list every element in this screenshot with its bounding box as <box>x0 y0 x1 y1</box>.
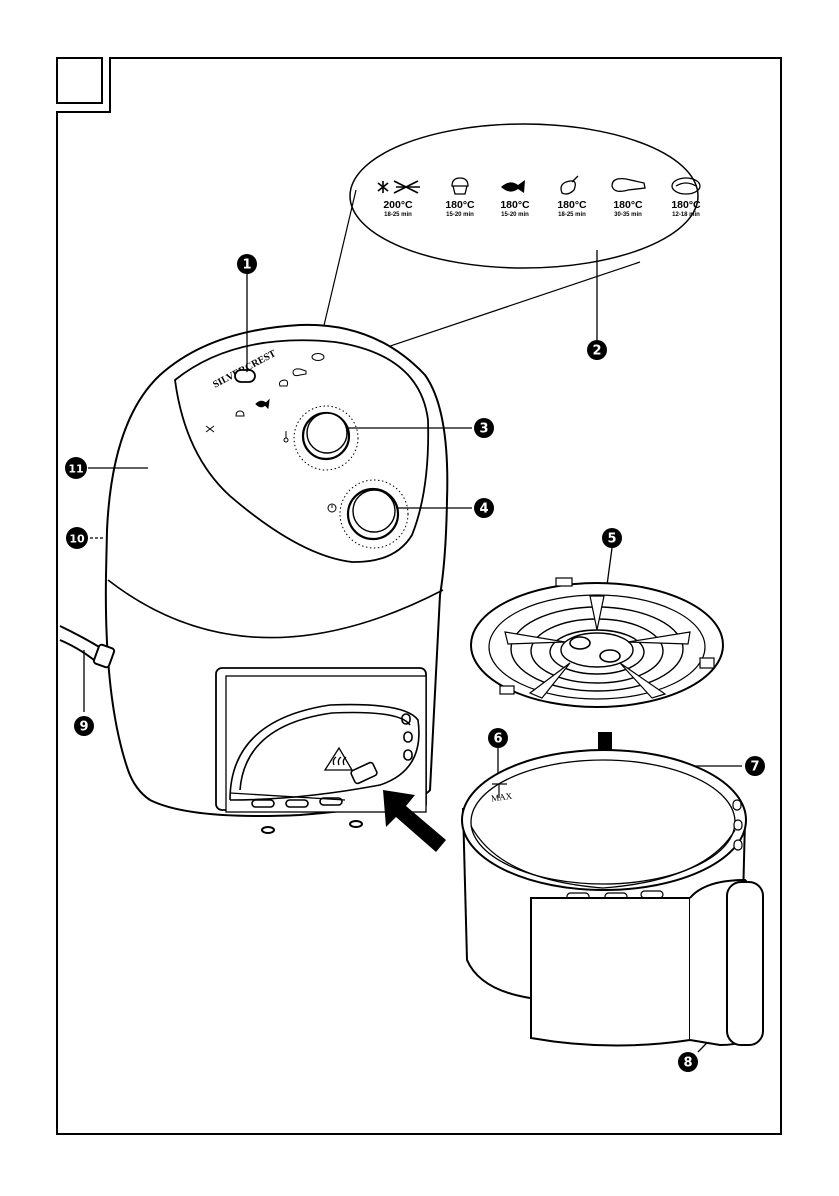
callout-number: 9 <box>79 720 88 735</box>
preset-time: 12-18 min <box>672 212 700 218</box>
callout-number: 2 <box>592 344 601 359</box>
preset-temperature: 180°C <box>445 199 475 211</box>
callout-9: 9 <box>74 716 94 736</box>
preset-time: 18-25 min <box>558 212 586 218</box>
callout-number: 1 <box>242 258 251 273</box>
callout-5: 5 <box>602 528 622 548</box>
callout-1: 1 <box>237 254 257 274</box>
preset-time: 18-25 min <box>384 212 412 218</box>
callout-number: 11 <box>68 463 83 476</box>
preset-temperature: 180°C <box>671 199 701 211</box>
preset-zoom-bubble <box>313 124 698 372</box>
callout-number: 6 <box>493 732 502 747</box>
callout-number: 5 <box>607 532 616 547</box>
callout-7: 7 <box>745 756 765 776</box>
callout-4: 4 <box>474 498 494 518</box>
preset-time: 15-20 min <box>501 212 529 218</box>
callout-8: 8 <box>678 1052 698 1072</box>
preset-time: 15-20 min <box>446 212 474 218</box>
preset-temperature: 200°C <box>383 199 413 211</box>
power-button <box>235 370 255 382</box>
callout-10: 10 <box>66 527 88 549</box>
callout-number: 3 <box>479 422 488 437</box>
callout-number: 8 <box>683 1056 692 1071</box>
panel-label-box <box>57 58 102 103</box>
crisping-plate <box>471 578 723 707</box>
callout-number: 4 <box>479 502 488 517</box>
preset-temperature: 180°C <box>613 199 643 211</box>
callout-2: 2 <box>587 340 607 360</box>
preset-time: 30-35 min <box>614 212 642 218</box>
preset-temperature: 180°C <box>557 199 587 211</box>
preset-temperature: 180°C <box>500 199 530 211</box>
callout-11: 11 <box>65 457 87 479</box>
callout-3: 3 <box>474 418 494 438</box>
callout-number: 7 <box>750 760 759 775</box>
callout-number: 10 <box>69 533 85 546</box>
callout-6: 6 <box>488 728 508 748</box>
